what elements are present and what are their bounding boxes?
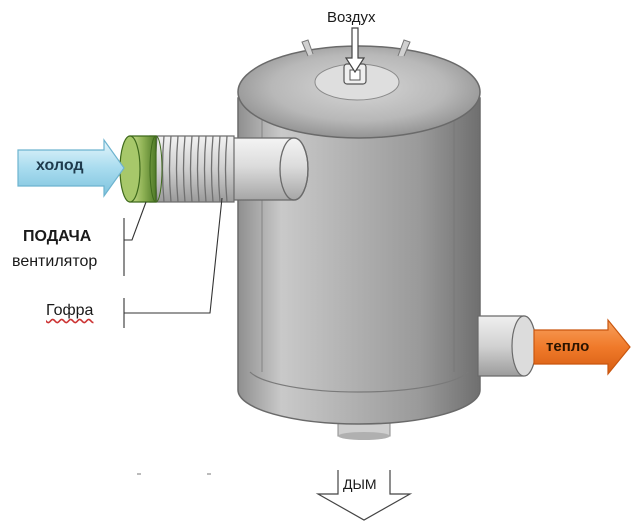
leader-lines <box>123 197 223 328</box>
smoke-label: ДЫМ <box>343 476 377 492</box>
heat-label: тепло <box>546 338 590 355</box>
supply-label: ПОДАЧА <box>23 228 92 245</box>
fan-unit <box>119 135 163 203</box>
cold-arrow <box>17 138 125 198</box>
smoke-arrow <box>315 470 413 521</box>
inlet-pipe <box>229 137 309 201</box>
cold-label: холод <box>36 157 84 174</box>
air-label: Воздух <box>327 9 376 26</box>
heat-arrow <box>533 318 631 376</box>
outlet-pipe <box>477 315 537 377</box>
tank-body <box>237 45 481 425</box>
corrugation-label: Гофра <box>46 302 94 319</box>
fan-label: вентилятор <box>12 253 98 270</box>
air-arrow <box>344 27 366 74</box>
top-brackets <box>301 39 411 57</box>
small-marks <box>137 473 211 475</box>
corrugated-hose <box>149 135 235 203</box>
